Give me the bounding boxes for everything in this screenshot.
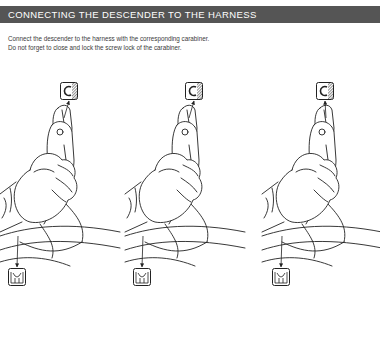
leader-line <box>142 236 143 267</box>
section-title: CONNECTING THE DESCENDER TO THE HARNESS <box>0 6 380 23</box>
carabiner-icon <box>317 83 334 100</box>
hand-descender-scene <box>125 105 245 266</box>
carabiner-icon <box>61 83 78 100</box>
harness-icon <box>9 269 26 286</box>
leader-line <box>64 101 69 118</box>
instruction-text: Do not forget to close and lock the scre… <box>8 44 378 52</box>
leader-line <box>281 236 282 267</box>
instruction-text: Connect the descender to the harness wit… <box>8 35 378 43</box>
hand-descender-scene <box>0 105 120 266</box>
hand-descender-scene <box>262 105 380 266</box>
harness-icon <box>273 269 290 286</box>
carabiner-icon <box>186 83 203 100</box>
leader-line <box>325 101 326 118</box>
harness-icon <box>134 269 151 286</box>
leader-line <box>17 236 18 267</box>
leader-line <box>189 101 194 118</box>
